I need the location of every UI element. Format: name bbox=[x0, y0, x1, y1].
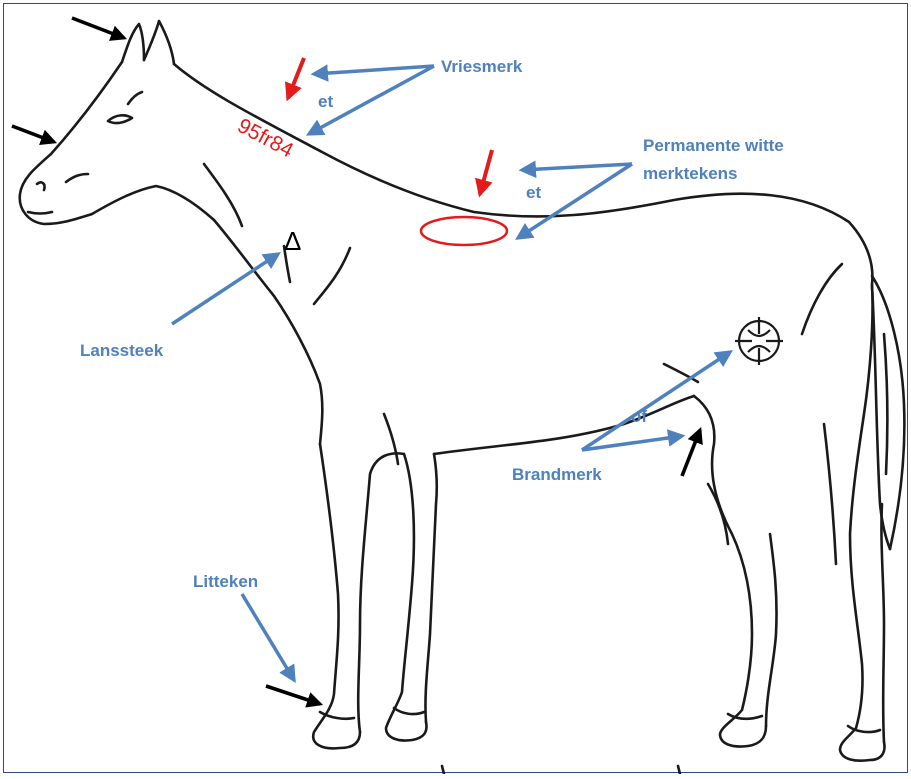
freeze-neck-arrow bbox=[288, 58, 304, 98]
litteken-arrow bbox=[242, 594, 294, 680]
litteken-label: Litteken bbox=[193, 572, 258, 591]
lanssteek-triangle-icon: Δ bbox=[284, 226, 301, 256]
lanssteek-arrow bbox=[172, 254, 278, 324]
permanent-arrow-1 bbox=[522, 164, 632, 170]
permanent-label-line2: merktekens bbox=[643, 164, 738, 183]
brandmerk-label: Brandmerk bbox=[512, 465, 602, 484]
permanent-label-line1: Permanente witte bbox=[643, 136, 784, 155]
et-label-1: et bbox=[318, 92, 333, 111]
et-label-2: et bbox=[526, 183, 541, 202]
horse-diagram: Vriesmerk et 95fr84 Permanente witte mer… bbox=[4, 4, 909, 774]
brandmerk-arrow-1 bbox=[582, 352, 730, 450]
lanssteek-label: Lanssteek bbox=[80, 341, 164, 360]
horse-outline bbox=[20, 21, 905, 774]
diagram-frame: Vriesmerk et 95fr84 Permanente witte mer… bbox=[3, 3, 908, 773]
ear-arrow bbox=[72, 18, 124, 38]
brand-target-icon bbox=[735, 317, 783, 365]
freeze-mark-ellipse-icon bbox=[421, 217, 507, 245]
fetlock-arrow bbox=[266, 686, 320, 704]
freeze-back-arrow bbox=[480, 150, 492, 194]
of-label: of bbox=[631, 407, 647, 426]
forehead-arrow bbox=[12, 126, 54, 142]
vriesmerk-label: Vriesmerk bbox=[441, 57, 523, 76]
hock-arrow bbox=[682, 430, 700, 476]
vriesmerk-arrow-1 bbox=[314, 66, 434, 74]
